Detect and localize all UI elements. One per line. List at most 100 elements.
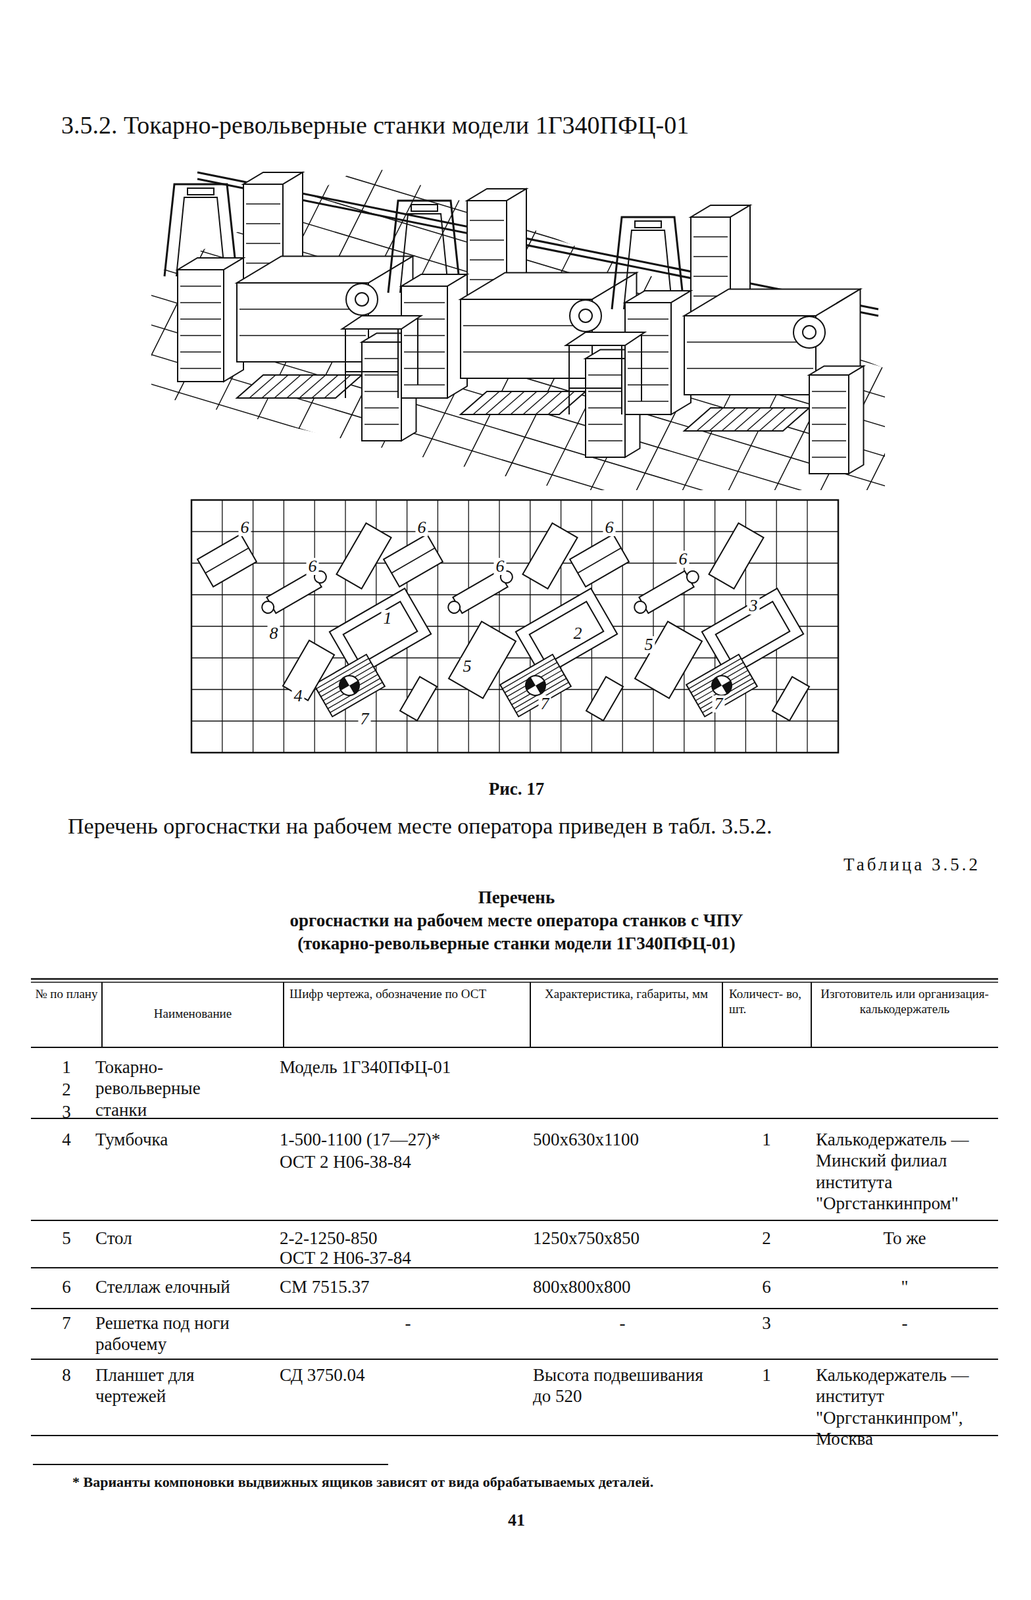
table-cell: Стол bbox=[95, 1227, 133, 1249]
table-cell: 1250x750x850 bbox=[532, 1227, 640, 1249]
chuck-core bbox=[802, 325, 816, 339]
box-front bbox=[177, 269, 224, 382]
callout-number: 5 bbox=[642, 636, 656, 654]
drawer-line bbox=[627, 384, 669, 386]
machine-inner bbox=[529, 601, 604, 664]
floor-line bbox=[65, 131, 264, 527]
drawer-line bbox=[364, 357, 399, 360]
plan-rack bbox=[197, 534, 257, 587]
grate-outline bbox=[500, 654, 572, 717]
table-cell: 2 bbox=[61, 1079, 72, 1101]
grate-slat bbox=[523, 391, 550, 415]
table-leg bbox=[568, 345, 570, 415]
table-cell: Решетка под ноги рабочему bbox=[95, 1312, 260, 1356]
work-table bbox=[342, 315, 422, 399]
table-header: Количест- во, шт. bbox=[729, 986, 803, 1018]
floor-line bbox=[0, 131, 126, 527]
callout-number: 5 bbox=[461, 657, 474, 676]
table-outline bbox=[634, 621, 703, 699]
grate-slat bbox=[548, 391, 575, 415]
floor-line bbox=[986, 131, 1031, 527]
grate-slat bbox=[485, 391, 512, 415]
table-rule bbox=[30, 1219, 999, 1222]
table-cell: 1-500-1100 (17—27)* bbox=[279, 1129, 441, 1151]
spindle-outline bbox=[452, 571, 508, 614]
plan-machine bbox=[329, 588, 431, 678]
table-cell: 500x630x1100 bbox=[532, 1129, 639, 1151]
table-title: Перечень bbox=[478, 886, 555, 908]
operator-quarter bbox=[721, 680, 735, 695]
drawer-line bbox=[246, 223, 281, 225]
floor-line bbox=[98, 723, 955, 981]
plan-rack bbox=[569, 534, 629, 587]
floor-grid bbox=[0, 0, 1031, 1247]
grate-slat bbox=[261, 375, 289, 399]
table-cell: 8 bbox=[61, 1364, 72, 1386]
drawer-line bbox=[239, 334, 366, 337]
body-text: Перечень оргоснастки на рабочем месте оп… bbox=[67, 813, 773, 841]
table-cell: Высота подвешивания до 520 bbox=[532, 1364, 718, 1408]
table-top bbox=[342, 315, 422, 329]
frame-slot bbox=[634, 221, 662, 228]
drawer-line bbox=[180, 301, 222, 304]
drawer-line bbox=[811, 456, 847, 458]
foot-grate bbox=[236, 375, 362, 399]
callout-number: 7 bbox=[538, 695, 552, 713]
table-cell: СМ 7515.37 bbox=[279, 1276, 370, 1298]
table-cell: - bbox=[902, 1312, 908, 1334]
table-cell: - bbox=[619, 1312, 626, 1334]
drawer-line bbox=[693, 275, 728, 277]
callout-number: 2 bbox=[571, 625, 585, 643]
drawer-line bbox=[403, 384, 445, 386]
box-side bbox=[848, 366, 864, 475]
workplace-group bbox=[565, 205, 864, 474]
table-leg bbox=[640, 334, 643, 402]
table-cell: - bbox=[405, 1312, 412, 1334]
drawer-line bbox=[364, 407, 399, 409]
drawer-line bbox=[627, 400, 669, 403]
floor-line bbox=[0, 131, 172, 527]
table-leg bbox=[397, 328, 399, 399]
plan-rack bbox=[383, 534, 443, 587]
grate-slat bbox=[535, 391, 562, 415]
box-outline bbox=[772, 677, 810, 722]
grate-slat bbox=[734, 407, 761, 431]
callout-number: 8 bbox=[267, 625, 281, 643]
frame-slot bbox=[411, 204, 438, 212]
table-cell: 4 bbox=[61, 1129, 72, 1151]
table-leg bbox=[621, 345, 623, 415]
drawer-line bbox=[463, 351, 590, 353]
table-cell: 2-2-1250-850 bbox=[279, 1227, 378, 1249]
rack-line bbox=[391, 548, 435, 574]
spindle-end bbox=[632, 599, 649, 616]
floor-line bbox=[98, 0, 955, 122]
floor-line bbox=[98, 250, 955, 507]
grate-outline bbox=[460, 391, 586, 415]
table-cell: ОСТ 2 Н06-37-84 bbox=[279, 1247, 412, 1269]
drawer-line bbox=[686, 367, 814, 370]
chuck bbox=[346, 283, 378, 316]
operator-quarter bbox=[349, 680, 363, 695]
rack-outline bbox=[197, 534, 257, 587]
callout-number: 6 bbox=[306, 557, 320, 576]
foot-grate bbox=[684, 407, 810, 431]
foot-grate bbox=[460, 391, 586, 415]
floor-line bbox=[98, 0, 955, 33]
drawer-line bbox=[239, 308, 366, 310]
floor-line bbox=[0, 131, 33, 527]
grate-outline bbox=[236, 375, 362, 399]
drawer-line bbox=[364, 374, 399, 376]
drawer-line bbox=[469, 219, 504, 222]
drawer-line bbox=[588, 407, 623, 409]
table-cell: Стеллаж елочный bbox=[95, 1276, 231, 1298]
drawer-line bbox=[627, 367, 669, 370]
drawer-line bbox=[588, 390, 623, 393]
workplace-group bbox=[164, 172, 417, 441]
drawer-line bbox=[364, 390, 399, 393]
floor-line bbox=[664, 131, 862, 527]
table-shelf bbox=[569, 387, 622, 389]
plan-grate bbox=[686, 654, 758, 717]
table-cell: 1 bbox=[761, 1364, 772, 1386]
operator-quarter bbox=[535, 680, 549, 695]
chuck bbox=[793, 316, 826, 349]
